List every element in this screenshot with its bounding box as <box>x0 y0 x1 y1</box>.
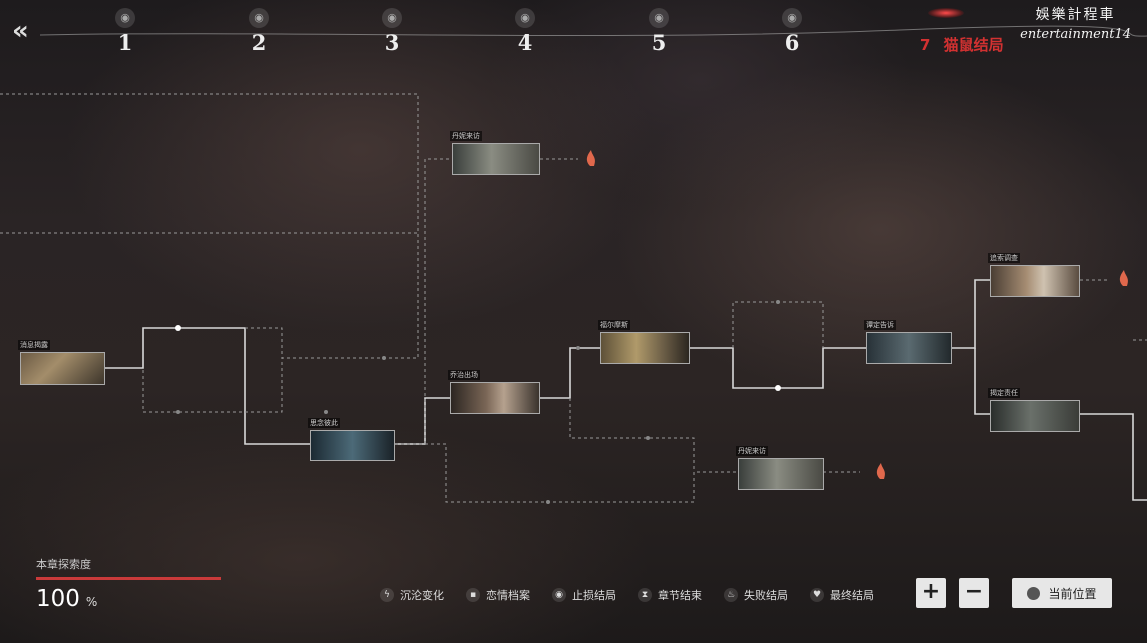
eye-icon: ◉ <box>649 8 669 28</box>
chapter-number: 7 <box>920 36 931 54</box>
chapter-number: 1 <box>117 30 133 55</box>
legend-label: 止损结局 <box>572 589 616 602</box>
progress-track <box>36 577 221 580</box>
node-caption: 追索调查 <box>988 253 1020 263</box>
progress-value: 100% <box>36 586 221 612</box>
zoom-in-button[interactable]: + <box>916 578 946 608</box>
eye-icon: ◉ <box>515 8 535 28</box>
legend-item: ϟ 沉沦变化 <box>380 587 444 603</box>
file-icon: ▪ <box>466 588 480 602</box>
legend-label: 沉沦变化 <box>400 589 444 602</box>
legend-label: 恋情档案 <box>486 589 530 602</box>
zoom-out-button[interactable]: − <box>959 578 989 608</box>
node-thumbnail <box>20 352 105 385</box>
chapter-4[interactable]: ◉ 4 <box>510 8 540 58</box>
node-thumbnail <box>990 265 1080 297</box>
story-node[interactable]: 丹妮来访 <box>450 131 540 175</box>
legend-item: ⧗ 章节结束 <box>638 587 702 603</box>
story-node[interactable]: 谭定告诉 <box>864 320 952 364</box>
node-thumbnail <box>990 400 1080 432</box>
flame-icon <box>586 150 595 166</box>
chapter-5[interactable]: ◉ 5 <box>644 8 674 58</box>
watermark-line-2: entertainment14 <box>1020 27 1131 42</box>
legend-item: ♨ 失败结局 <box>724 587 788 603</box>
eye-icon: ◉ <box>552 588 566 602</box>
node-thumbnail <box>866 332 952 364</box>
chapter-number: 6 <box>784 30 800 55</box>
legend-item: ♥ 最终结局 <box>810 587 874 603</box>
node-thumbnail <box>738 458 824 490</box>
chapter-6[interactable]: ◉ 6 <box>777 8 807 58</box>
story-node[interactable]: 思念彼此 <box>308 418 395 461</box>
node-caption: 乔治出场 <box>448 370 480 380</box>
heart-icon: ♥ <box>810 588 824 602</box>
legend-label: 章节结束 <box>658 589 702 602</box>
exploration-progress: 本章探索度 100% <box>36 556 221 612</box>
progress-label: 本章探索度 <box>36 558 91 571</box>
chapter-2[interactable]: ◉ 2 <box>244 8 274 58</box>
legend-label: 最终结局 <box>830 589 874 602</box>
legend-label: 失败结局 <box>744 589 788 602</box>
story-node[interactable]: 消息揭露 <box>18 340 105 385</box>
legend-item: ▪ 恋情档案 <box>466 587 530 603</box>
chapter-number: 5 <box>651 30 667 55</box>
progress-unit: % <box>85 595 98 609</box>
flame-icon <box>876 463 885 479</box>
node-caption: 揭定责任 <box>988 388 1020 398</box>
swirl-icon: ϟ <box>380 588 394 602</box>
story-node[interactable]: 追索调查 <box>988 253 1080 297</box>
chapter-1[interactable]: ◉ 1 <box>110 8 140 58</box>
node-thumbnail <box>310 430 395 461</box>
node-caption: 谭定告诉 <box>864 320 896 330</box>
current-position-button[interactable]: 当前位置 <box>1012 578 1112 608</box>
eye-icon: ◉ <box>249 8 269 28</box>
lamp-icon <box>928 8 964 18</box>
story-node[interactable]: 揭定责任 <box>988 388 1080 432</box>
node-caption: 丹妮来访 <box>736 446 768 456</box>
node-thumbnail <box>600 332 690 364</box>
chapter-number: 4 <box>517 30 533 55</box>
chapter-number: 2 <box>251 30 267 55</box>
story-node[interactable]: 丹妮来访 <box>736 446 824 490</box>
progress-fill <box>36 577 221 580</box>
hourglass-icon: ⧗ <box>638 588 652 602</box>
chapter-7-final[interactable]: 7 猫鼠结局 <box>920 8 1004 55</box>
flame-icon: ♨ <box>724 588 738 602</box>
node-thumbnail <box>450 382 540 414</box>
eye-icon: ◉ <box>782 8 802 28</box>
flame-icon <box>1119 270 1128 286</box>
skull-icon <box>1027 586 1041 600</box>
eye-icon: ◉ <box>115 8 135 28</box>
current-position-label: 当前位置 <box>1048 586 1097 601</box>
legend-item: ◉ 止损结局 <box>552 587 616 603</box>
progress-number: 100 <box>36 586 80 612</box>
node-thumbnail <box>452 143 540 175</box>
story-node[interactable]: 福尔摩斯 <box>598 320 690 364</box>
chapter-number: 3 <box>384 30 400 55</box>
chapter-3[interactable]: ◉ 3 <box>377 8 407 58</box>
watermark-line-1: 娛樂計程車 <box>1035 7 1116 23</box>
node-caption: 丹妮来访 <box>450 131 482 141</box>
legend: ϟ 沉沦变化 ▪ 恋情档案 ◉ 止损结局 ⧗ 章节结束 ♨ 失败结局 ♥ 最终结… <box>380 587 896 603</box>
chapter-title: 猫鼠结局 <box>943 36 1004 54</box>
watermark: 娛樂計程車 entertainment14 <box>1020 6 1131 44</box>
back-button[interactable]: « <box>12 16 29 46</box>
story-node[interactable]: 乔治出场 <box>448 370 540 414</box>
node-caption: 消息揭露 <box>18 340 50 350</box>
node-caption: 思念彼此 <box>308 418 340 428</box>
fail-ending-markers <box>586 150 1128 479</box>
node-caption: 福尔摩斯 <box>598 320 630 330</box>
eye-icon: ◉ <box>382 8 402 28</box>
